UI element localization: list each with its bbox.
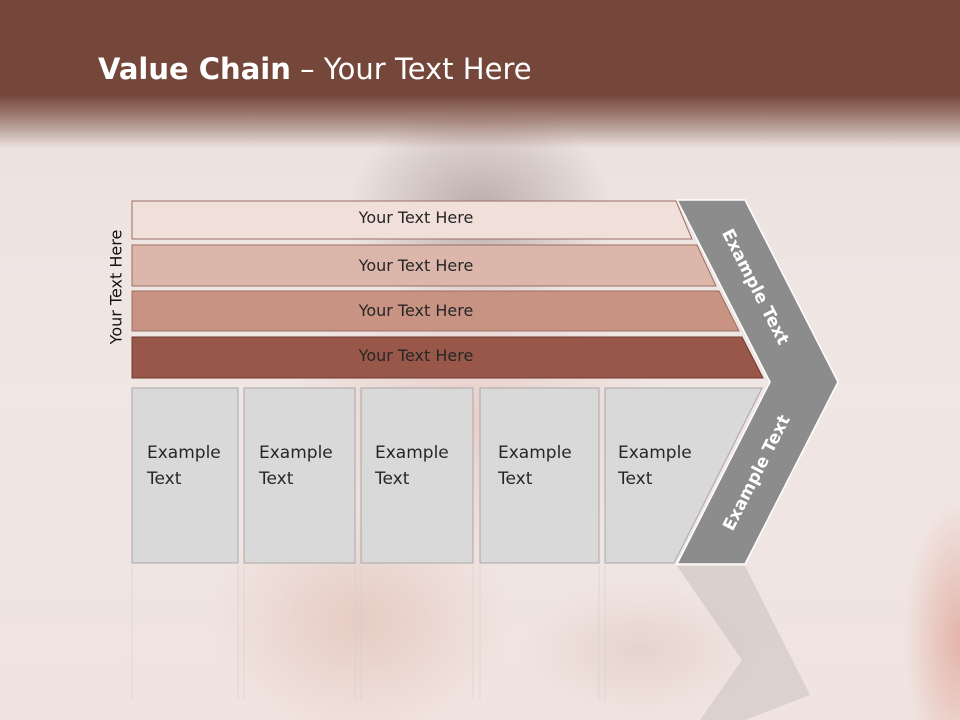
- bar-4-label: Your Text Here: [358, 346, 474, 365]
- title-bar: [0, 0, 960, 148]
- cell-4-shape[interactable]: [479, 387, 600, 564]
- cell-3-shape[interactable]: [360, 387, 474, 564]
- bar-3-label: Your Text Here: [358, 301, 474, 320]
- bar-4-shape[interactable]: [131, 336, 764, 379]
- chevron-reflection: [677, 566, 810, 720]
- bar-1-label: Your Text Here: [358, 208, 474, 227]
- bar-1-shape[interactable]: [131, 200, 693, 240]
- page-title: Value Chain – Your Text Here: [98, 52, 532, 86]
- title-rest: – Your Text Here: [290, 52, 532, 86]
- title-bold: Value Chain: [98, 52, 291, 86]
- bar-3-shape[interactable]: [131, 290, 740, 332]
- cell-5-shape[interactable]: [604, 387, 763, 564]
- bar-2-label: Your Text Here: [358, 256, 474, 275]
- cell-1-shape[interactable]: [131, 387, 239, 564]
- cells-reflection: [131, 566, 606, 700]
- bar-2-shape[interactable]: [131, 244, 717, 287]
- cell-2-shape[interactable]: [243, 387, 356, 564]
- chevron-shape[interactable]: [675, 199, 839, 565]
